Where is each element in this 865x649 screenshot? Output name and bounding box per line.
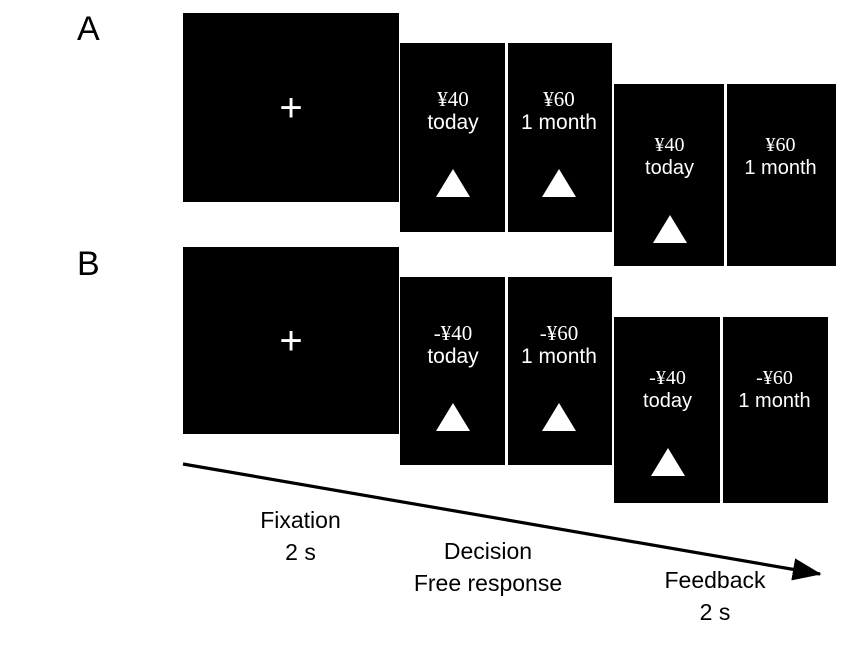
- feedback-option-left: ¥40 today: [614, 84, 725, 266]
- panel-a-fixation-screen: +: [183, 13, 399, 202]
- panel-b-fixation-screen: +: [183, 247, 399, 434]
- screen-divider: [723, 84, 727, 266]
- decision-option-right[interactable]: ¥60 1 month: [506, 43, 612, 232]
- panel-a-feedback-screen: ¥40 today ¥60 1 month: [614, 84, 836, 266]
- option-amount: -¥60: [756, 367, 793, 389]
- phase-duration: 2 s: [285, 538, 316, 565]
- option-marker-wrap: [758, 431, 792, 449]
- feedback-option-left: -¥40 today: [614, 317, 721, 503]
- panel-letter-b: B: [77, 245, 100, 283]
- option-marker-wrap: [764, 198, 798, 216]
- option-delay: 1 month: [744, 157, 817, 180]
- phase-label-decision: Decision Free response: [388, 536, 588, 599]
- option-marker-wrap: [652, 198, 687, 244]
- triangle-icon: [436, 151, 470, 197]
- option-marker-wrap: [542, 385, 576, 431]
- option-amount: ¥40: [437, 87, 469, 111]
- option-amount: ¥60: [543, 87, 575, 111]
- option-amount: -¥60: [539, 321, 579, 345]
- option-amount: -¥40: [649, 367, 686, 389]
- phase-duration: 2 s: [699, 598, 731, 625]
- option-delay: today: [645, 157, 694, 180]
- option-marker-wrap: [436, 151, 470, 197]
- triangle-icon: [652, 198, 687, 244]
- option-delay: today: [427, 111, 479, 135]
- phase-duration: Free response: [413, 569, 563, 596]
- option-delay: 1 month: [521, 111, 597, 135]
- option-marker-wrap: [436, 385, 470, 431]
- triangle-icon: [650, 431, 685, 477]
- triangle-icon: [542, 151, 576, 197]
- feedback-option-right: -¥60 1 month: [721, 317, 828, 503]
- panel-a-decision-screen: ¥40 today ¥60 1 month: [400, 43, 612, 232]
- option-delay: 1 month: [521, 345, 597, 369]
- panel-letter-a: A: [77, 10, 100, 48]
- triangle-icon: [542, 385, 576, 431]
- option-delay: 1 month: [738, 390, 811, 413]
- option-marker-wrap: [650, 431, 685, 477]
- phase-label-feedback: Feedback 2 s: [640, 565, 790, 628]
- option-marker-wrap: [542, 151, 576, 197]
- decision-option-right[interactable]: -¥60 1 month: [506, 277, 612, 465]
- decision-option-left[interactable]: ¥40 today: [400, 43, 506, 232]
- fixation-cross: +: [279, 85, 303, 130]
- screen-divider: [504, 43, 508, 232]
- phase-label-fixation: Fixation 2 s: [228, 505, 373, 568]
- option-amount: ¥60: [765, 134, 796, 156]
- option-delay: today: [643, 390, 692, 413]
- phase-name: Feedback: [664, 567, 766, 593]
- panel-b-feedback-screen: -¥40 today -¥60 1 month: [614, 317, 828, 503]
- screen-divider: [504, 277, 508, 465]
- panel-b-decision-screen: -¥40 today -¥60 1 month: [400, 277, 612, 465]
- triangle-icon: [436, 385, 470, 431]
- phase-name: Fixation: [260, 507, 341, 533]
- feedback-option-right: ¥60 1 month: [725, 84, 836, 266]
- option-amount: ¥40: [654, 134, 685, 156]
- phase-name: Decision: [443, 538, 533, 564]
- option-delay: today: [427, 345, 479, 369]
- fixation-cross: +: [279, 318, 303, 363]
- option-amount: -¥40: [433, 321, 473, 345]
- decision-option-left[interactable]: -¥40 today: [400, 277, 506, 465]
- screen-divider: [719, 317, 723, 503]
